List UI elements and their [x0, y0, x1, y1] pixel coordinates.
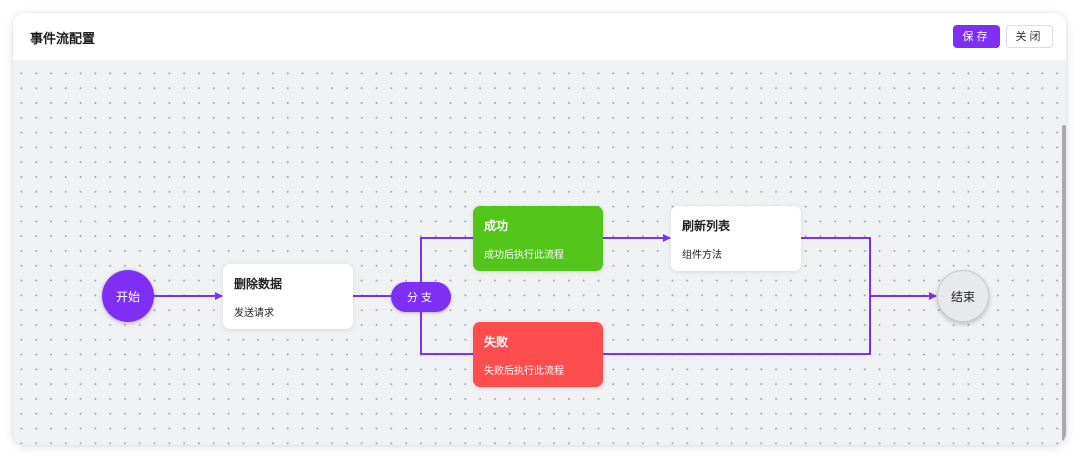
close-button[interactable]: 关闭 [1006, 25, 1053, 48]
node-subtitle: 发送请求 [234, 308, 274, 319]
delete-data-node[interactable]: 删除数据 发送请求 [223, 264, 353, 329]
branch-node[interactable]: 分支 [391, 282, 451, 312]
end-node-label: 结束 [950, 289, 975, 304]
save-button[interactable]: 保存 [953, 25, 1000, 48]
node-subtitle: 组件方法 [682, 250, 722, 261]
edge-refresh-to-merge[interactable] [800, 237, 871, 296]
node-subtitle: 失败后执行此流程 [484, 366, 564, 377]
dialog-title: 事件流配置 [30, 32, 96, 47]
end-node[interactable]: 结束 [937, 270, 989, 322]
node-title: 成功 [484, 219, 509, 233]
start-node-label: 开始 [115, 289, 140, 304]
edge-branch-to-success[interactable] [420, 237, 473, 282]
success-node[interactable]: 成功 成功后执行此流程 [473, 206, 603, 271]
edge-branch-to-fail[interactable] [420, 312, 473, 355]
node-subtitle: 成功后执行此流程 [484, 250, 564, 261]
refresh-list-node[interactable]: 刷新列表 组件方法 [671, 206, 801, 271]
node-title: 刷新列表 [682, 219, 731, 233]
edge-fail-to-merge[interactable] [602, 296, 871, 355]
node-title: 失败 [484, 335, 509, 349]
node-title: 删除数据 [234, 277, 283, 291]
branch-node-label: 分支 [407, 291, 435, 304]
vertical-scrollbar[interactable] [1062, 125, 1066, 441]
dialog-header: 事件流配置 保存 关闭 [13, 13, 1066, 60]
start-node[interactable]: 开始 [102, 270, 154, 322]
fail-node[interactable]: 失败 失败后执行此流程 [473, 322, 603, 387]
